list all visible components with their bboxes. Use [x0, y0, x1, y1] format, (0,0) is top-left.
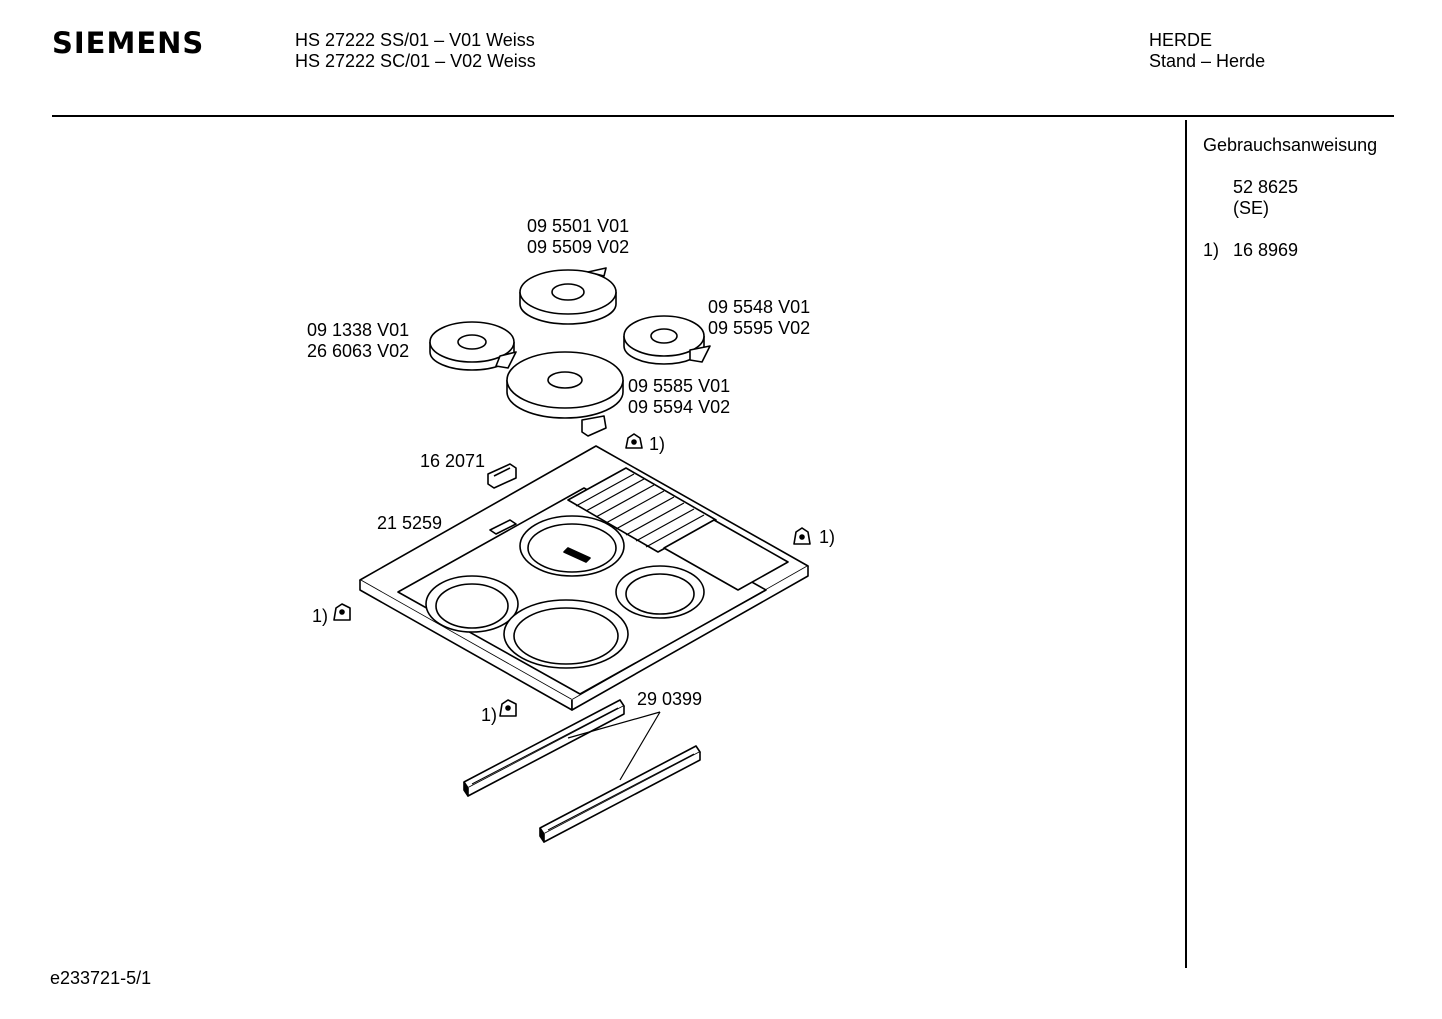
- sidebar-divider: [1185, 120, 1187, 968]
- label-footnote-left: 1): [312, 606, 329, 626]
- doc-number: 52 8625: [1233, 177, 1299, 197]
- hotplate-left: [429, 321, 517, 371]
- header-divider: [52, 115, 1394, 117]
- drawing-id: e233721-5/1: [50, 968, 152, 988]
- bracket-left: [333, 603, 351, 621]
- hob-frame: [359, 445, 809, 711]
- label-hob-frame: 21 5259: [377, 513, 443, 533]
- label-footnote-bottom: 1): [481, 705, 498, 725]
- clip-part: [487, 463, 517, 489]
- label-hotplate-right-v02: 09 5595 V02: [708, 318, 811, 338]
- trim-strip-upper: [463, 699, 625, 797]
- label-footnote-top: 1): [649, 434, 666, 454]
- doc-language: (SE): [1233, 198, 1269, 218]
- label-hotplate-left-v02: 26 6063 V02: [307, 341, 410, 361]
- label-hotplate-front-v01: 09 5585 V01: [628, 376, 731, 396]
- hotplate-right: [623, 315, 711, 365]
- bracket-top: [625, 433, 643, 449]
- model-line-2: HS 27222 SC/01 – V02 Weiss: [295, 51, 536, 71]
- sidebar-heading: Gebrauchsanweisung: [1203, 135, 1378, 155]
- trim-strip-lower: [539, 745, 701, 843]
- category-line-2: Stand – Herde: [1149, 51, 1266, 71]
- model-line-1: HS 27222 SS/01 – V01 Weiss: [295, 30, 535, 50]
- bracket-right: [793, 527, 811, 545]
- label-hotplate-back-v01: 09 5501 V01: [527, 216, 630, 236]
- bracket-bottom: [499, 699, 517, 717]
- label-hotplate-back-v02: 09 5509 V02: [527, 237, 630, 257]
- label-hotplate-left-v01: 09 1338 V01: [307, 320, 410, 340]
- category-line-1: HERDE: [1149, 30, 1213, 50]
- hotplate-front: [506, 351, 624, 437]
- hotplate-back: [519, 267, 617, 325]
- label-hotplate-right-v01: 09 5548 V01: [708, 297, 811, 317]
- footnote-marker: 1): [1203, 240, 1220, 260]
- brand-logo: SIEMENS: [52, 26, 205, 60]
- label-trim-strips: 29 0399: [637, 689, 703, 709]
- exploded-view-drawing: [333, 267, 811, 843]
- label-hotplate-front-v02: 09 5594 V02: [628, 397, 731, 417]
- leader-lines: [567, 711, 661, 781]
- label-footnote-right: 1): [819, 527, 836, 547]
- label-clip: 16 2071: [420, 451, 486, 471]
- footnote-part-number: 16 8969: [1233, 240, 1299, 260]
